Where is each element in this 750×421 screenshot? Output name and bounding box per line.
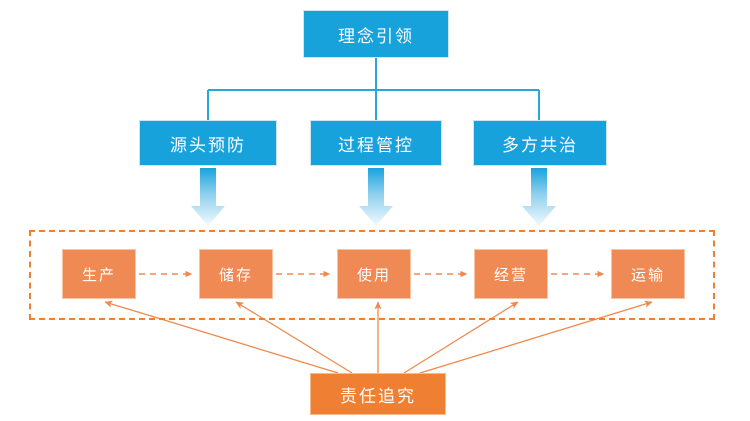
converging-arrow: [104, 300, 339, 374]
node-production[interactable]: 生产: [62, 249, 136, 299]
down-block-arrow: [359, 168, 393, 226]
node-transport[interactable]: 运输: [611, 249, 685, 299]
dashed-group-box: [29, 230, 715, 320]
converging-arrow: [403, 301, 519, 374]
converging-arrow: [419, 300, 653, 374]
converging-arrow-group: [104, 300, 653, 374]
node-multiparty-governance[interactable]: 多方共治: [473, 120, 607, 166]
node-source-prevention[interactable]: 源头预防: [139, 120, 277, 166]
node-storage[interactable]: 储存: [199, 249, 273, 299]
down-block-arrow: [522, 168, 556, 226]
down-block-arrow: [191, 168, 225, 226]
node-accountability[interactable]: 责任追究: [310, 373, 446, 415]
node-usage[interactable]: 使用: [337, 249, 411, 299]
node-process-control[interactable]: 过程管控: [310, 120, 442, 166]
node-operation[interactable]: 经营: [474, 249, 548, 299]
tree-connector: [207, 58, 540, 120]
down-block-arrow-group: [191, 168, 556, 226]
converging-arrow: [235, 301, 353, 374]
node-concept-leadership[interactable]: 理念引领: [303, 10, 449, 58]
